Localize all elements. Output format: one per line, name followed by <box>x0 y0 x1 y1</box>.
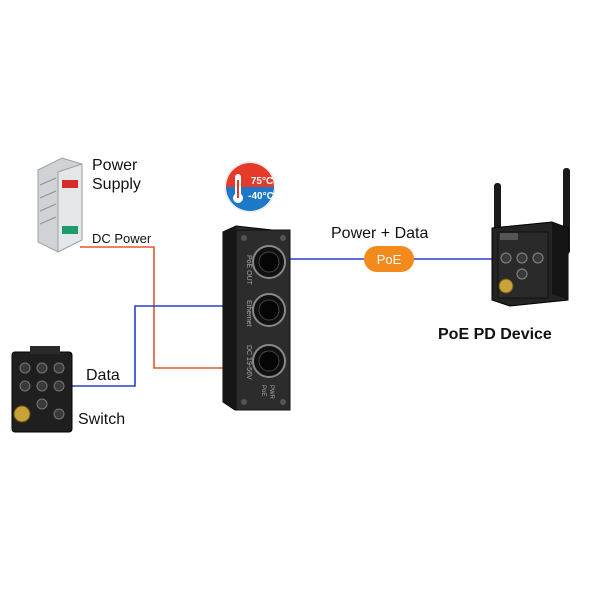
data-label: Data <box>86 367 120 384</box>
injector-port-mid-label: Ethernet <box>245 300 252 327</box>
power-supply-device <box>37 157 83 253</box>
switch-device <box>11 346 73 433</box>
dc-power-wire <box>80 246 255 369</box>
injector-port-top-label: PoE OUT <box>245 255 252 286</box>
temp-low-label: -40°C <box>248 191 274 202</box>
switch-label: Switch <box>78 411 126 428</box>
poe-injector-device: PoE OUT Ethernet DC 19-56V PoE PWR <box>222 225 291 411</box>
power-supply-label-line1: Power <box>92 157 138 174</box>
injector-led1-label: PoE <box>260 385 266 396</box>
data-wire <box>45 305 255 387</box>
dc-power-label: DC Power <box>92 231 152 246</box>
poe-pd-device <box>491 168 570 307</box>
power-plus-data-label: Power + Data <box>331 225 429 242</box>
temp-high-label: 75°C <box>251 176 273 187</box>
poe-pd-device-label: PoE PD Device <box>438 326 552 343</box>
poe-badge: PoE <box>364 246 414 272</box>
injector-port-bot-label: DC 19-56V <box>245 345 252 380</box>
power-supply-label-line2: Supply <box>92 176 141 193</box>
temperature-badge: 75°C -40°C <box>224 161 276 213</box>
injector-led2-label: PWR <box>268 385 274 400</box>
